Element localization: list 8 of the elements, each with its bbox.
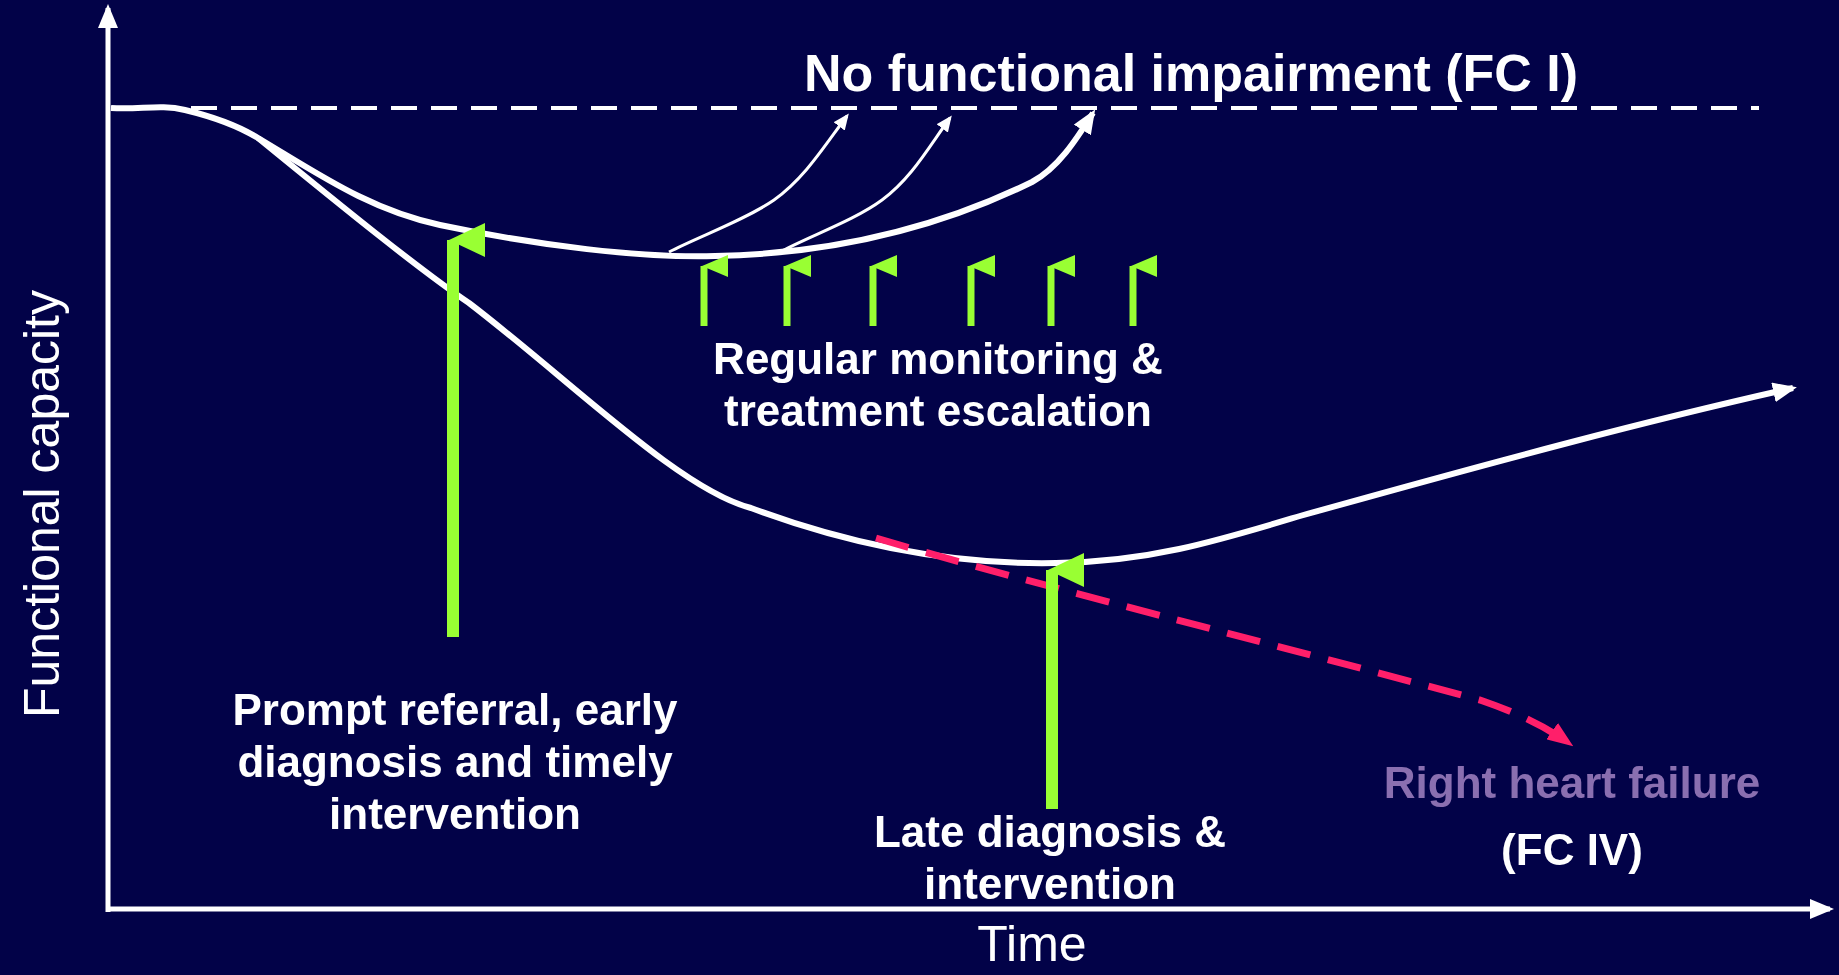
- axis-label: Functional capacity: [12, 290, 71, 718]
- annotation-text: Prompt referral, early diagnosis and timely intervention: [231, 684, 679, 840]
- annotation-text: Late diagnosis & intervention: [872, 806, 1228, 910]
- outcome-label: Right heart failure: [1382, 757, 1762, 809]
- annotation-text: Regular monitoring & treatment escalation: [712, 333, 1164, 437]
- heading-label: No functional impairment (FC I): [802, 43, 1580, 105]
- axis-label: Time: [976, 914, 1088, 974]
- outcome-label: (FC IV): [1500, 824, 1644, 876]
